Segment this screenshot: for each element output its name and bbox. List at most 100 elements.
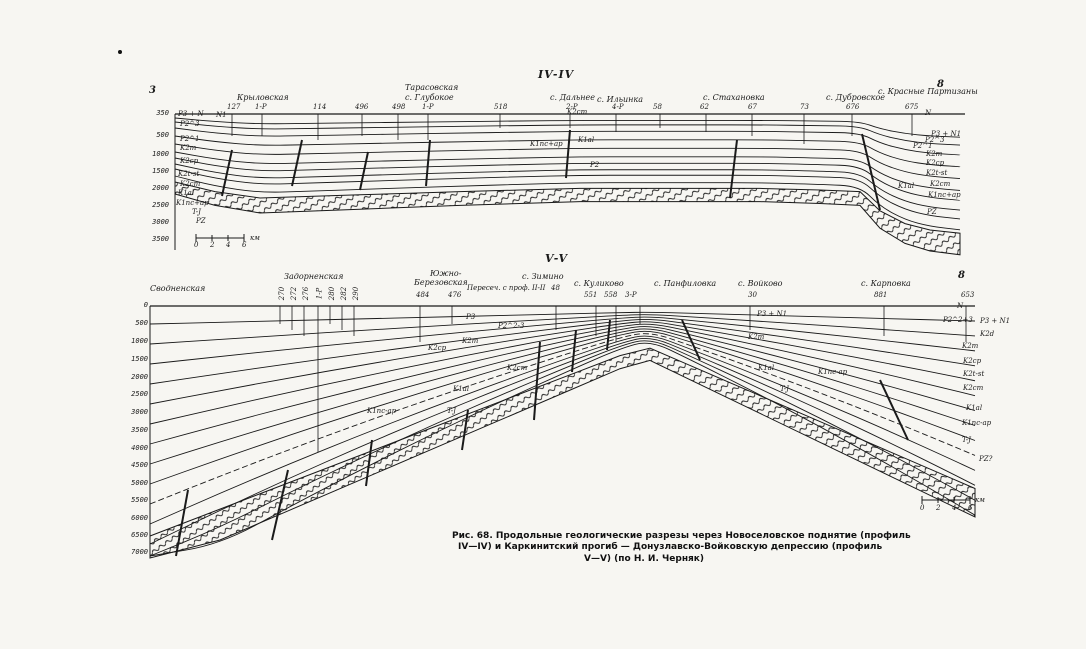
- v-inner-unit: P2^2+3: [943, 316, 973, 324]
- v-inner-unit: K1nc-ap: [818, 368, 848, 376]
- v-inner-unit: K1nc-ap: [367, 407, 397, 415]
- iv-right-unit: K1nc+ap: [928, 191, 961, 199]
- v-depth-label: 4000: [131, 444, 148, 452]
- v-right-unit: K2d: [980, 330, 995, 338]
- v-scale-tick: 0: [920, 504, 925, 512]
- iv-left-unit: K1al: [178, 189, 195, 197]
- iv-fault: [291, 139, 303, 187]
- iv-well-number: 498: [392, 103, 406, 111]
- v-right-unit: T-J: [962, 436, 971, 444]
- v-well-number: 270: [278, 286, 287, 301]
- v-faults: [175, 319, 909, 557]
- v-layer-line: [149, 311, 976, 325]
- iv-inner-unit: K2cm: [567, 108, 588, 116]
- iv-inner-unit: K1nc+ap: [530, 140, 563, 148]
- iv-right-unit: P3 + N1: [931, 130, 962, 138]
- iv-place-label: с. Дальнее: [550, 93, 596, 102]
- figure-caption: Рис. 68. Продольные геологические разрез…: [452, 531, 922, 565]
- iv-well-number: 4-P: [612, 103, 624, 111]
- v-inner-unit: K2m: [462, 337, 479, 345]
- v-layer-line: [149, 338, 976, 545]
- v-place-label: Пересеч. с проф. II-II: [467, 284, 546, 292]
- iv-place-label: Тарасовская: [405, 83, 459, 92]
- iv-well-number: 675: [905, 103, 919, 111]
- iv-well-number: 518: [494, 103, 508, 111]
- iv-scale-unit: км: [250, 234, 260, 242]
- v-depth-label: 7000: [131, 548, 148, 556]
- v-well-number: 280: [328, 286, 337, 301]
- v-well-number: 476: [448, 291, 462, 299]
- iv-well-lines: [231, 114, 913, 144]
- v-well-number: 484: [416, 291, 430, 299]
- v-layer-line: [149, 328, 976, 465]
- iv-depth-label: 3000: [152, 218, 169, 226]
- v-layer-line: [149, 316, 976, 365]
- caption-line-2: IV—IV) и Каркинитский прогиб — Донузлавс…: [458, 542, 883, 553]
- profile-iv-end-left: 3: [149, 85, 156, 96]
- profile-v-section: [149, 305, 976, 559]
- profile-v-title: V-V: [545, 252, 569, 265]
- v-place-label: с. Войково: [738, 279, 783, 288]
- v-depth-label: 0: [143, 301, 148, 309]
- iv-left-unit: K1nc+ap: [176, 199, 209, 207]
- v-layer-line: [149, 323, 976, 425]
- v-fault: [271, 469, 289, 541]
- v-depth-label: 1000: [131, 337, 148, 345]
- v-place-label: с. Куликово: [574, 279, 624, 288]
- v-well-number: 30: [748, 291, 757, 299]
- iv-fault: [729, 139, 738, 199]
- iv-left-unit: K2cm: [180, 180, 201, 188]
- v-place-label: Южно-: [430, 269, 462, 278]
- v-layer-line: [149, 321, 976, 405]
- v-layer-line: [149, 314, 976, 345]
- v-well-number: 653: [961, 291, 975, 299]
- iv-scale-tick: 2: [210, 241, 215, 249]
- v-right-unit: K1al: [966, 404, 983, 412]
- v-fault: [606, 319, 611, 351]
- iv-place-label: с. Красные Партизаны: [878, 87, 978, 96]
- iv-place-label: с. Глубокое: [405, 93, 454, 102]
- iv-well-number: 62: [700, 103, 709, 111]
- iv-right-unit: K2t-st: [926, 169, 948, 177]
- iv-fault: [861, 133, 881, 211]
- iv-place-label: с. Ильинка: [597, 95, 643, 104]
- iv-layer-line: [174, 151, 961, 191]
- iv-inner-unit: P2: [590, 161, 600, 169]
- v-layer-boundaries: [149, 311, 976, 557]
- v-inner-unit: K2m: [748, 333, 765, 341]
- v-well-number: 272: [290, 286, 299, 301]
- profile-iv-title: IV-IV: [538, 68, 575, 81]
- iv-left-unit: K2t-st: [178, 170, 200, 178]
- iv-fault: [565, 129, 571, 179]
- iv-fault: [221, 149, 233, 197]
- iv-well-number: 127: [227, 103, 241, 111]
- iv-depth-label: 350: [156, 109, 169, 117]
- iv-right-unit: N: [925, 109, 932, 117]
- v-well-number: 276: [302, 286, 311, 301]
- iv-well-number: 73: [800, 103, 809, 111]
- iv-fault: [359, 151, 369, 191]
- iv-well-number: 676: [846, 103, 860, 111]
- v-place-label: с. Зимино: [522, 272, 564, 281]
- v-depth-label: 500: [135, 319, 148, 327]
- iv-layer-line: [174, 168, 961, 220]
- iv-depth-label: 500: [156, 131, 169, 139]
- v-depth-label: 1500: [131, 355, 148, 363]
- iv-basement-hatch: [174, 181, 961, 256]
- v-right-unit: K2cp: [963, 357, 982, 365]
- iv-scale-tick: 4: [226, 241, 231, 249]
- v-inner-unit: K2cm: [507, 364, 528, 372]
- iv-right-unit: K2cp: [926, 159, 945, 167]
- iv-depth-label: 2000: [152, 184, 169, 192]
- iv-depth-label: 1500: [152, 167, 169, 175]
- iv-left-unit: P2^1: [180, 135, 200, 143]
- iv-place-label: Крыловская: [237, 93, 289, 102]
- iv-place-label: с. Дубровское: [826, 93, 885, 102]
- v-basement-hatch: [149, 347, 976, 559]
- iv-inner-unit: N1: [216, 111, 227, 119]
- v-depth-label: 6500: [131, 531, 148, 539]
- caption-line-1: Рис. 68. Продольные геологические разрез…: [452, 531, 911, 541]
- iv-left-unit: P3 + N: [178, 110, 204, 118]
- v-inner-unit: P3: [466, 313, 476, 321]
